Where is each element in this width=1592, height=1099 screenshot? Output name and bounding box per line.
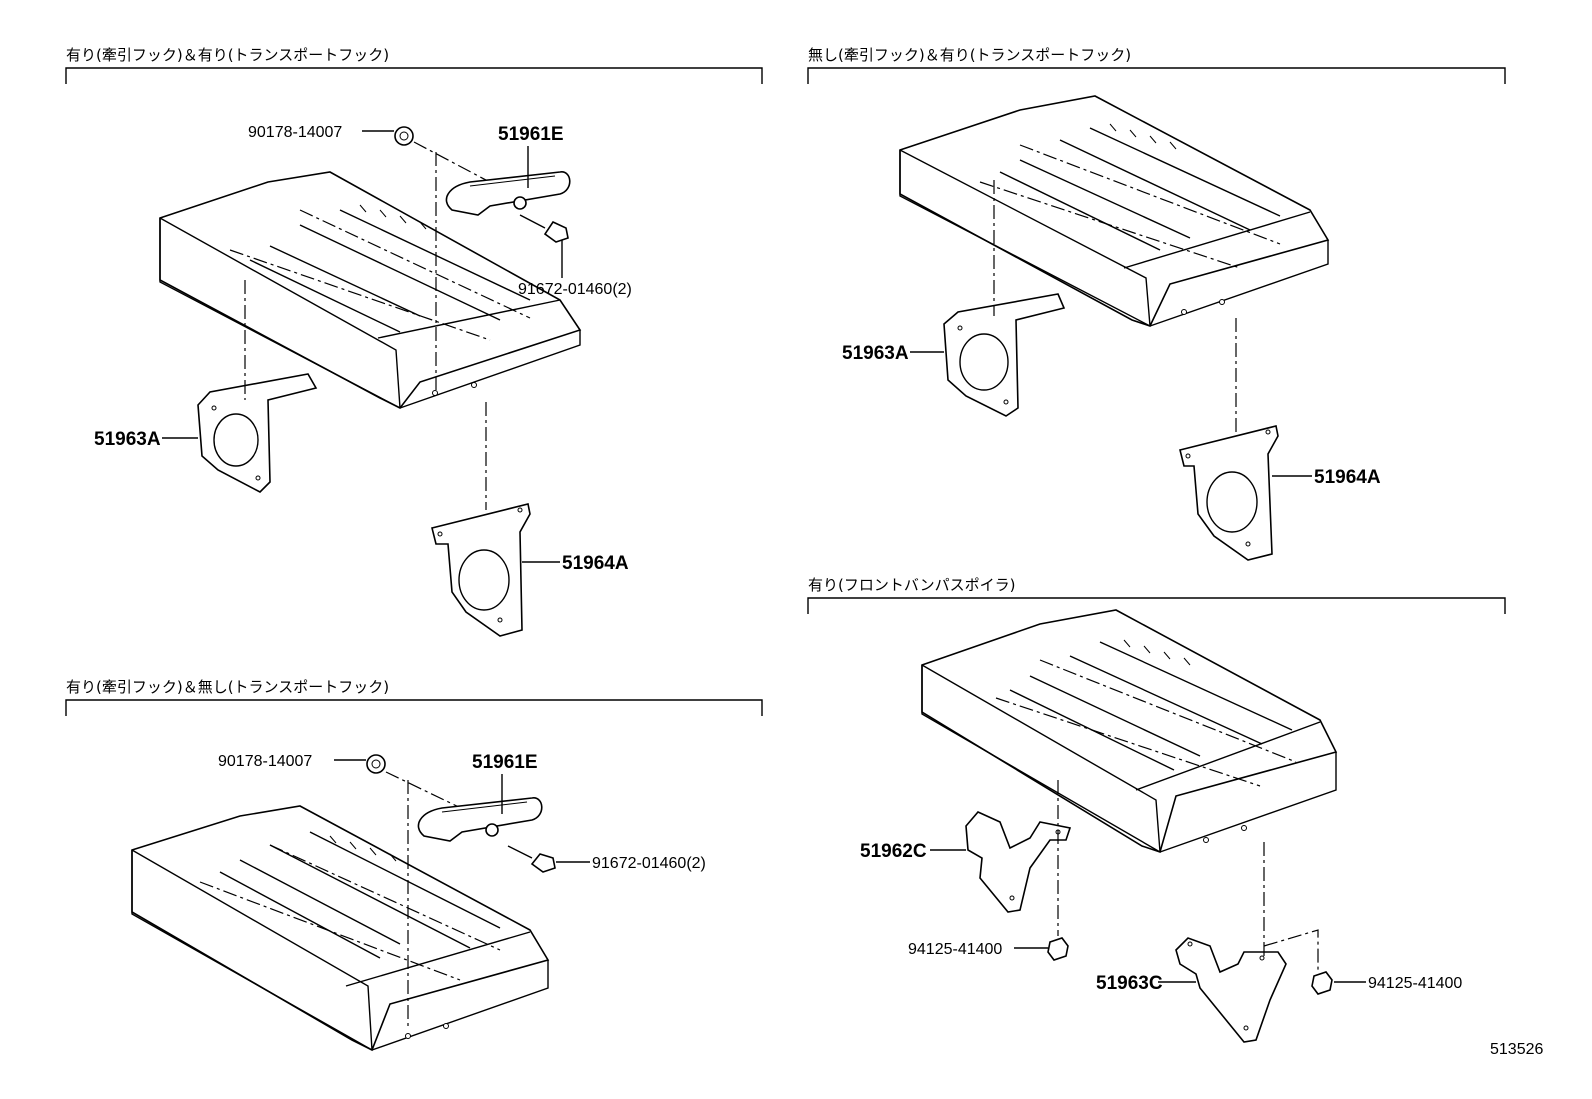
part-label-hook: 51961E	[472, 752, 538, 773]
bracket-51963A	[197, 373, 318, 493]
nut-90178	[366, 754, 386, 774]
part-label-bolt: 91672-01460(2)	[518, 281, 632, 298]
part-label-bracket-c2: 51963C	[1096, 973, 1163, 994]
section-title: 無し(牽引フック)＆有り(トランスポートフック)	[808, 46, 1131, 64]
section-4: 有り(フロントバンパスポイラ) 51962C	[807, 576, 1506, 1043]
part-label-nut-b: 94125-41400	[1368, 975, 1462, 992]
part-label-bracket-r: 51964A	[562, 553, 629, 574]
bolt-91672	[507, 845, 556, 873]
bracket-51962C	[965, 811, 1072, 913]
bumper-reinforcement	[899, 95, 1330, 327]
bumper-reinforcement	[131, 805, 550, 1052]
section-title: 有り(牽引フック)＆無し(トランスポートフック)	[66, 678, 389, 696]
bracket-51963C	[1175, 937, 1287, 1043]
bolt-91672	[519, 214, 569, 243]
section-2: 無し(牽引フック)＆有り(トランスポートフック) 51963A	[807, 46, 1506, 561]
nut-94125-a	[1047, 937, 1069, 961]
part-label-bolt: 91672-01460(2)	[592, 855, 706, 872]
part-label-nut-a: 94125-41400	[908, 941, 1002, 958]
part-label-nut: 90178-14007	[248, 124, 342, 141]
section-bracket	[807, 67, 1506, 84]
towing-hook-51961E	[417, 797, 543, 842]
section-title: 有り(牽引フック)＆有り(トランスポートフック)	[66, 46, 389, 64]
towing-hook-51961E	[445, 171, 571, 216]
section-bracket	[65, 67, 763, 84]
nut-90178	[394, 126, 414, 146]
section-1: 有り(牽引フック)＆有り(トランスポートフック) 90178-14007	[65, 46, 763, 637]
bumper-reinforcement	[921, 609, 1338, 854]
bracket-51964A	[1179, 425, 1279, 561]
bracket-51963A	[943, 293, 1066, 417]
part-label-hook: 51961E	[498, 124, 564, 145]
part-label-nut: 90178-14007	[218, 753, 312, 770]
bumper-reinforcement	[159, 171, 582, 410]
part-label-bracket-l: 51963A	[94, 429, 161, 450]
section-bracket	[65, 699, 763, 716]
part-label-bracket-c: 51962C	[860, 841, 927, 862]
section-title: 有り(フロントバンパスポイラ)	[808, 576, 1015, 594]
bracket-51964A	[431, 503, 531, 637]
section-3: 有り(牽引フック)＆無し(トランスポートフック) 90178-14007	[65, 678, 763, 1052]
part-label-bracket-l: 51963A	[842, 343, 909, 364]
nut-94125-b	[1311, 971, 1333, 995]
section-bracket	[807, 597, 1506, 614]
figure-id: 513526	[1490, 1041, 1543, 1058]
part-label-bracket-r: 51964A	[1314, 467, 1381, 488]
